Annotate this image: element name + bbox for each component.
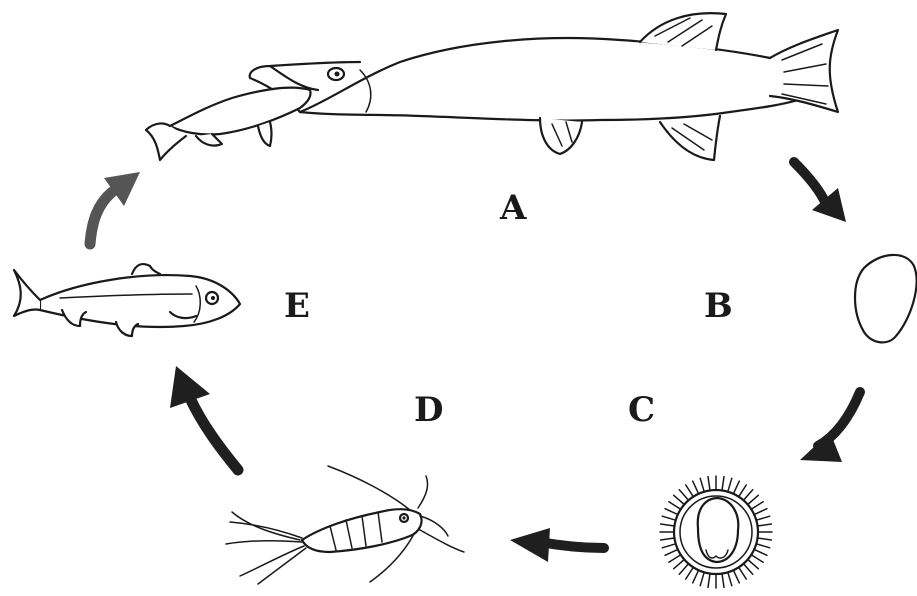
cilium (751, 555, 763, 563)
stage-label-c: C (628, 390, 655, 430)
cilium (669, 555, 681, 563)
cilium (756, 516, 769, 520)
coracidium-illustration (660, 476, 772, 588)
cilium (728, 572, 732, 585)
cilium (674, 495, 685, 504)
cilium (754, 549, 767, 555)
cilium (722, 574, 724, 588)
cilium (686, 485, 694, 497)
cilium (722, 477, 724, 491)
cilium (758, 538, 772, 540)
cilium (662, 544, 675, 548)
cilium (662, 516, 675, 520)
stage-label-e: E (284, 286, 310, 326)
arrow-c-to-d (510, 528, 604, 562)
cilium (700, 572, 704, 585)
cilium (693, 570, 699, 583)
cilium (693, 481, 699, 494)
cilium (665, 549, 678, 555)
cilium (686, 567, 694, 579)
cilium (748, 560, 759, 569)
cilium (758, 524, 772, 526)
egg-illustration (855, 255, 917, 342)
stage-label-a: A (500, 188, 526, 228)
cilium (751, 502, 763, 510)
arrow-b-to-c (800, 392, 860, 462)
cilium (744, 490, 753, 501)
copepod-illustration (226, 466, 464, 584)
arrow-a-to-b (794, 162, 846, 222)
cilium (665, 509, 678, 515)
cilium (679, 490, 688, 501)
cilium (708, 574, 710, 588)
cilium (674, 560, 685, 569)
cilium (733, 481, 739, 494)
arrow-e-to-a (90, 172, 140, 244)
cilium (748, 495, 759, 504)
cilium (744, 564, 753, 575)
stage-label-b: B (704, 286, 733, 326)
cilium (669, 502, 681, 510)
cilium (700, 478, 704, 491)
cilium (679, 564, 688, 575)
cilium (733, 570, 739, 583)
cilium (739, 485, 747, 497)
cilium (661, 538, 675, 540)
cilium (739, 567, 747, 579)
cilium (708, 477, 710, 491)
cilium (756, 544, 769, 548)
arrow-d-to-e (170, 366, 238, 470)
cilium (754, 509, 767, 515)
stage-label-d: D (414, 390, 443, 430)
cilium (661, 524, 675, 526)
pike-adult-illustration (146, 13, 838, 160)
small-fish-illustration (14, 264, 240, 336)
cilium (728, 478, 732, 491)
